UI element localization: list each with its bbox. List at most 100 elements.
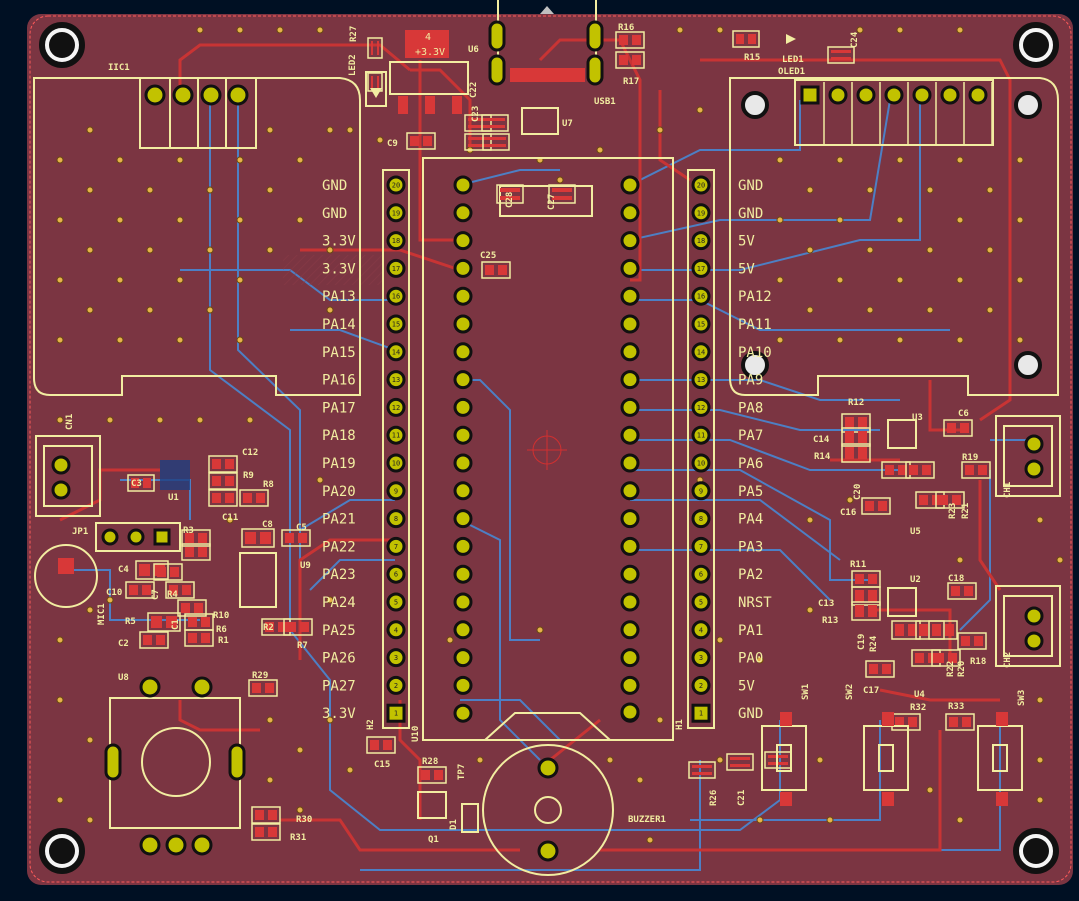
left-pin-label: PA21 <box>322 512 356 528</box>
left-pin-label: GND <box>322 206 347 222</box>
via <box>196 416 204 424</box>
jp1-pad <box>101 528 119 546</box>
right-pin-label: PA8 <box>738 400 763 416</box>
q1-outline <box>417 791 447 819</box>
via <box>656 126 664 134</box>
part-outline <box>851 586 881 606</box>
ref-r6: R6 <box>216 625 227 635</box>
part-pad <box>882 664 891 674</box>
via <box>606 756 614 764</box>
part-pad <box>156 635 165 645</box>
header-pin <box>691 481 711 501</box>
ch2-outline <box>995 585 1061 667</box>
part-pad <box>421 770 430 780</box>
smd-part <box>947 582 977 600</box>
part-pad <box>831 50 851 53</box>
jp1-outline <box>95 522 181 552</box>
header-pin <box>453 258 473 278</box>
header-pin <box>620 231 640 251</box>
via <box>596 146 604 154</box>
header-pin <box>620 342 640 362</box>
smd-part <box>943 419 973 437</box>
ref-r18: R18 <box>970 657 986 667</box>
header-pin <box>453 592 473 612</box>
via <box>556 176 564 184</box>
part-pad <box>278 622 287 632</box>
pin-number: 16 <box>392 293 400 301</box>
part-pad <box>908 624 917 636</box>
right-pin-label: GND <box>738 206 763 222</box>
part-outline <box>961 461 991 479</box>
header-pin <box>386 453 406 473</box>
via <box>86 606 94 614</box>
ref-r28: R28 <box>422 757 438 767</box>
via <box>116 276 124 284</box>
via <box>1016 216 1024 224</box>
smd-part <box>406 132 436 150</box>
part-pad <box>500 188 520 192</box>
ref-r23: R23 <box>948 503 958 519</box>
ref-c5: C5 <box>296 523 307 533</box>
smd-part <box>688 761 716 779</box>
part-pad <box>142 585 151 595</box>
ref-r22: R22 <box>946 661 956 677</box>
via <box>56 636 64 644</box>
via <box>156 416 164 424</box>
left-pin-label: PA22 <box>322 539 356 555</box>
part-outline <box>732 30 760 48</box>
part-pad <box>485 265 494 275</box>
via <box>176 216 184 224</box>
ref-c6: C6 <box>958 409 969 419</box>
part-outline <box>366 736 396 754</box>
via <box>1036 756 1044 764</box>
header-pin <box>691 620 711 640</box>
smd-part <box>181 543 211 561</box>
u6-tab-pad <box>405 30 449 58</box>
header-pin <box>691 509 711 529</box>
via <box>896 26 904 34</box>
smd-part <box>366 736 396 754</box>
ref-q1: Q1 <box>428 835 439 845</box>
via <box>176 276 184 284</box>
header-pin <box>386 258 406 278</box>
header-pin <box>620 453 640 473</box>
oled-mount-hole <box>1014 91 1042 119</box>
smd-part <box>496 184 524 204</box>
smd-part <box>281 529 311 547</box>
via <box>236 336 244 344</box>
led2-outline <box>365 71 387 107</box>
oled-pad <box>884 85 904 105</box>
part-pad <box>265 683 274 693</box>
part-pad <box>858 447 867 459</box>
via <box>536 626 544 634</box>
header-pin <box>386 675 406 695</box>
pin-number: 4 <box>394 626 398 634</box>
header-pin <box>691 675 711 695</box>
part-outline <box>417 766 447 784</box>
ref-sw3: SW3 <box>1017 690 1027 706</box>
sw2-button <box>878 744 894 772</box>
smd-part <box>851 586 881 606</box>
header-pin <box>453 648 473 668</box>
header-pin <box>386 536 406 556</box>
u7-outline <box>521 107 559 135</box>
d1-outline <box>461 803 479 833</box>
via <box>56 696 64 704</box>
mcu-module-outline <box>422 157 674 741</box>
header-pin <box>453 481 473 501</box>
header-pin <box>620 258 640 278</box>
via <box>326 126 334 134</box>
via <box>696 106 704 114</box>
header-pin <box>453 564 473 584</box>
part-outline <box>406 132 436 150</box>
ref-u8: U8 <box>118 673 129 683</box>
right-pin-label: GND <box>738 706 763 722</box>
pin-number: 10 <box>697 460 705 468</box>
header-pin <box>620 675 640 695</box>
smd-part <box>481 114 509 132</box>
smd-part <box>957 632 987 650</box>
sw3-button <box>992 744 1008 772</box>
via <box>176 336 184 344</box>
part-pad <box>855 590 864 602</box>
via <box>56 796 64 804</box>
